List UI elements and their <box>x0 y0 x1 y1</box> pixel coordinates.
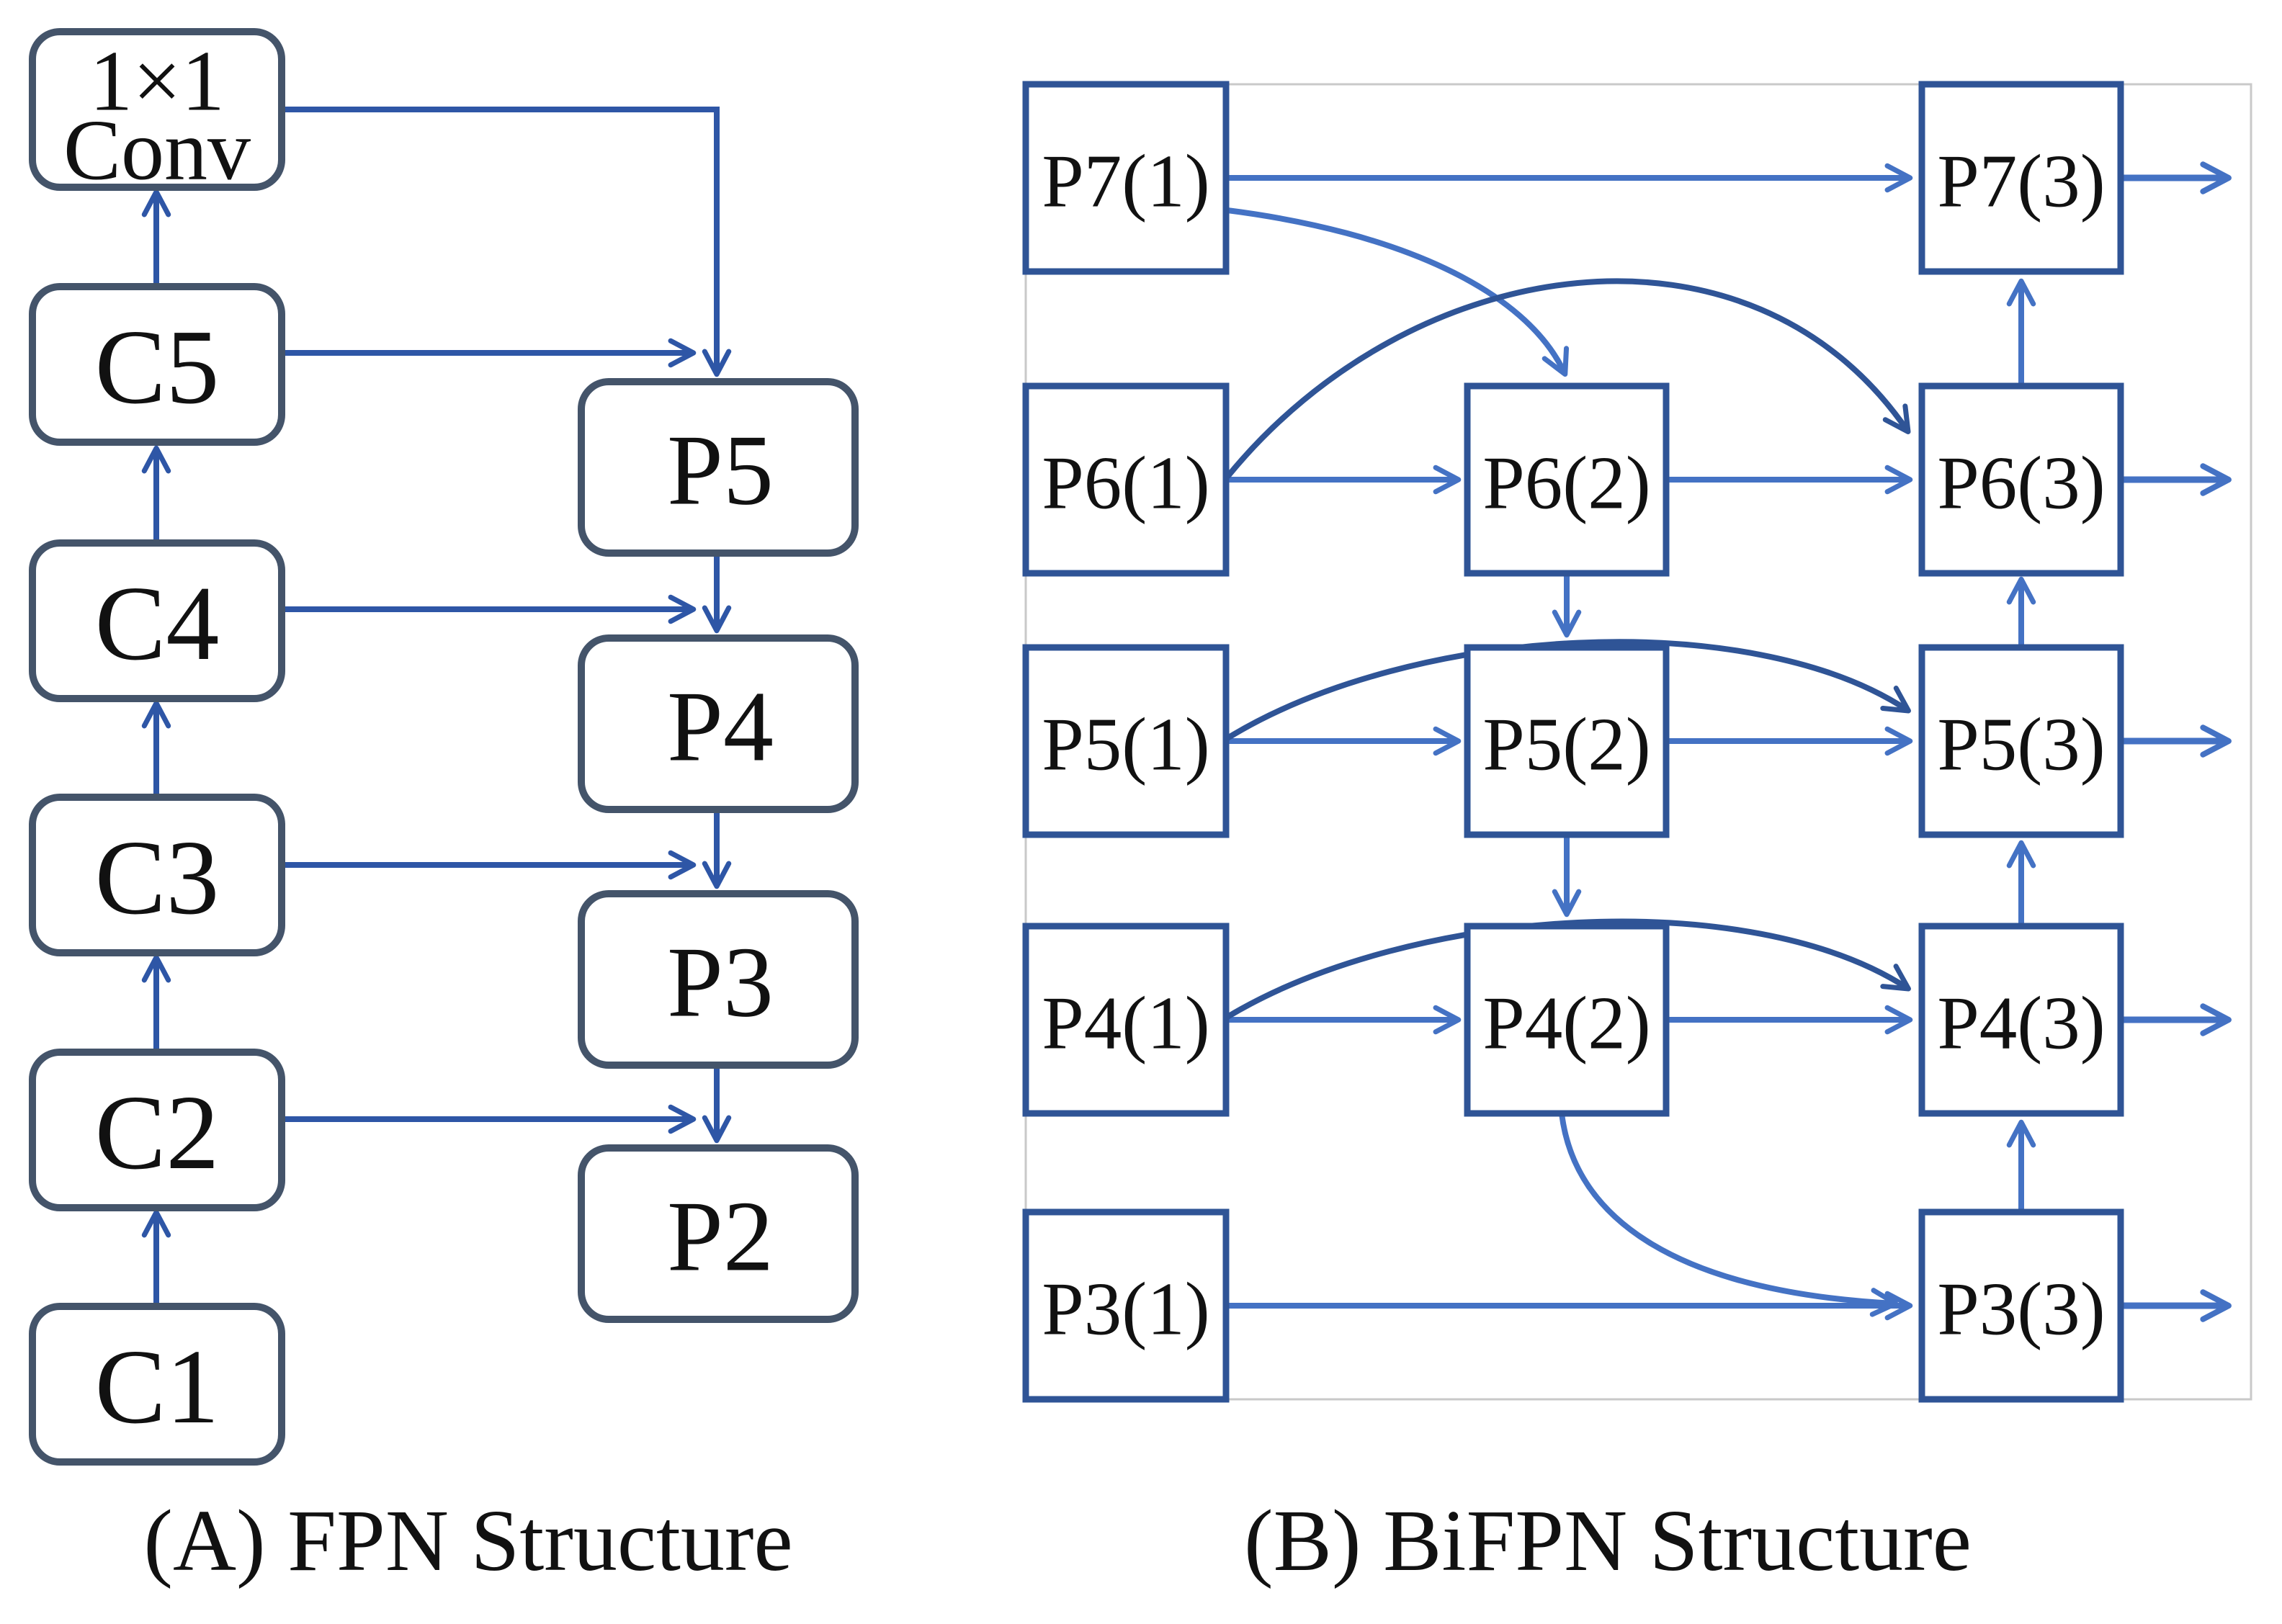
bifpn-box-p5-2 <box>1464 644 1670 838</box>
bifpn-label-p3-3: P3(3) <box>1937 1267 2105 1351</box>
bifpn-box-p5-3 <box>1918 644 2124 838</box>
fpn-label-c4: C4 <box>95 565 220 683</box>
bifpn-skip-curve-p51-p53 <box>1225 639 1911 741</box>
fpn-label-c3: C3 <box>95 819 220 937</box>
bifpn-box-p6-1 <box>1022 382 1230 577</box>
bifpn-box-p4-2 <box>1464 923 1670 1117</box>
bifpn-box-p4-1 <box>1022 923 1230 1117</box>
bifpn-label-p4-3: P4(3) <box>1937 981 2105 1065</box>
bifpn-label-p7-3: P7(3) <box>1937 139 2105 223</box>
fpn-label-p5: P5 <box>667 415 774 526</box>
caption-bifpn: (B) BiFPN Structure <box>1244 1492 1972 1589</box>
bifpn-label-p4-1: P4(1) <box>1042 981 1209 1065</box>
fpn-label-c5: C5 <box>95 308 220 426</box>
bifpn-curve-p71-p62 <box>1227 207 1570 377</box>
bifpn-skip-curve-p41-p43 <box>1225 918 1911 1020</box>
fpn-box-c3 <box>29 794 285 956</box>
bifpn-box-p3-1 <box>1022 1208 1230 1403</box>
bifpn-box-p3-3 <box>1918 1208 2124 1403</box>
fpn-box-p2 <box>578 1144 859 1323</box>
fpn-box-p5 <box>578 378 859 557</box>
bifpn-panel: P7(1) P6(1) P5(1) P4(1) P3(1) P6(2) P5(2… <box>1022 81 2252 1403</box>
caption-fpn: (A) FPN Structure <box>143 1492 792 1589</box>
fpn-label-conv-line1: 1×1 <box>89 33 225 129</box>
fpn-label-conv-line2: Conv <box>63 102 251 198</box>
bifpn-label-p3-1: P3(1) <box>1042 1267 1209 1351</box>
fpn-arrow-conv-p5 <box>282 107 732 377</box>
fpn-box-p4 <box>578 634 859 813</box>
bifpn-box-p5-1 <box>1022 644 1230 838</box>
fpn-box-c1 <box>29 1303 285 1466</box>
bifpn-skip-curve-p61-p63 <box>1225 278 1911 479</box>
bifpn-curve-p42-p33 <box>1559 1113 1899 1317</box>
bifpn-label-p6-2: P6(2) <box>1482 441 1650 525</box>
fpn-label-p3: P3 <box>667 927 774 1038</box>
bifpn-label-p6-1: P6(1) <box>1042 441 1209 525</box>
bifpn-label-p5-3: P5(3) <box>1937 702 2105 786</box>
fpn-label-c1: C1 <box>95 1328 220 1446</box>
bifpn-label-p7-1: P7(1) <box>1042 139 1209 223</box>
bifpn-box-p7-1 <box>1022 81 1230 275</box>
fpn-panel: 1×1 Conv C5 C4 C3 C2 C1 P5 P4 P3 P2 <box>29 28 859 1466</box>
bifpn-box-p6-3 <box>1918 382 2124 577</box>
bifpn-box-p7-3 <box>1918 81 2124 275</box>
fpn-label-c2: C2 <box>95 1074 220 1192</box>
bifpn-label-p6-3: P6(3) <box>1937 441 2105 525</box>
fpn-box-c5 <box>29 283 285 446</box>
fpn-box-conv1x1 <box>29 28 285 191</box>
bifpn-box-p4-3 <box>1918 923 2124 1117</box>
fpn-label-p4: P4 <box>667 671 774 783</box>
bifpn-label-p5-2: P5(2) <box>1482 702 1650 786</box>
fpn-box-c4 <box>29 539 285 702</box>
bifpn-label-p5-1: P5(1) <box>1042 702 1209 786</box>
fpn-label-p2: P2 <box>667 1181 774 1293</box>
fpn-box-p3 <box>578 890 859 1069</box>
bifpn-label-p4-2: P4(2) <box>1482 981 1650 1065</box>
fpn-box-c2 <box>29 1049 285 1211</box>
bifpn-box-p6-2 <box>1464 382 1670 577</box>
